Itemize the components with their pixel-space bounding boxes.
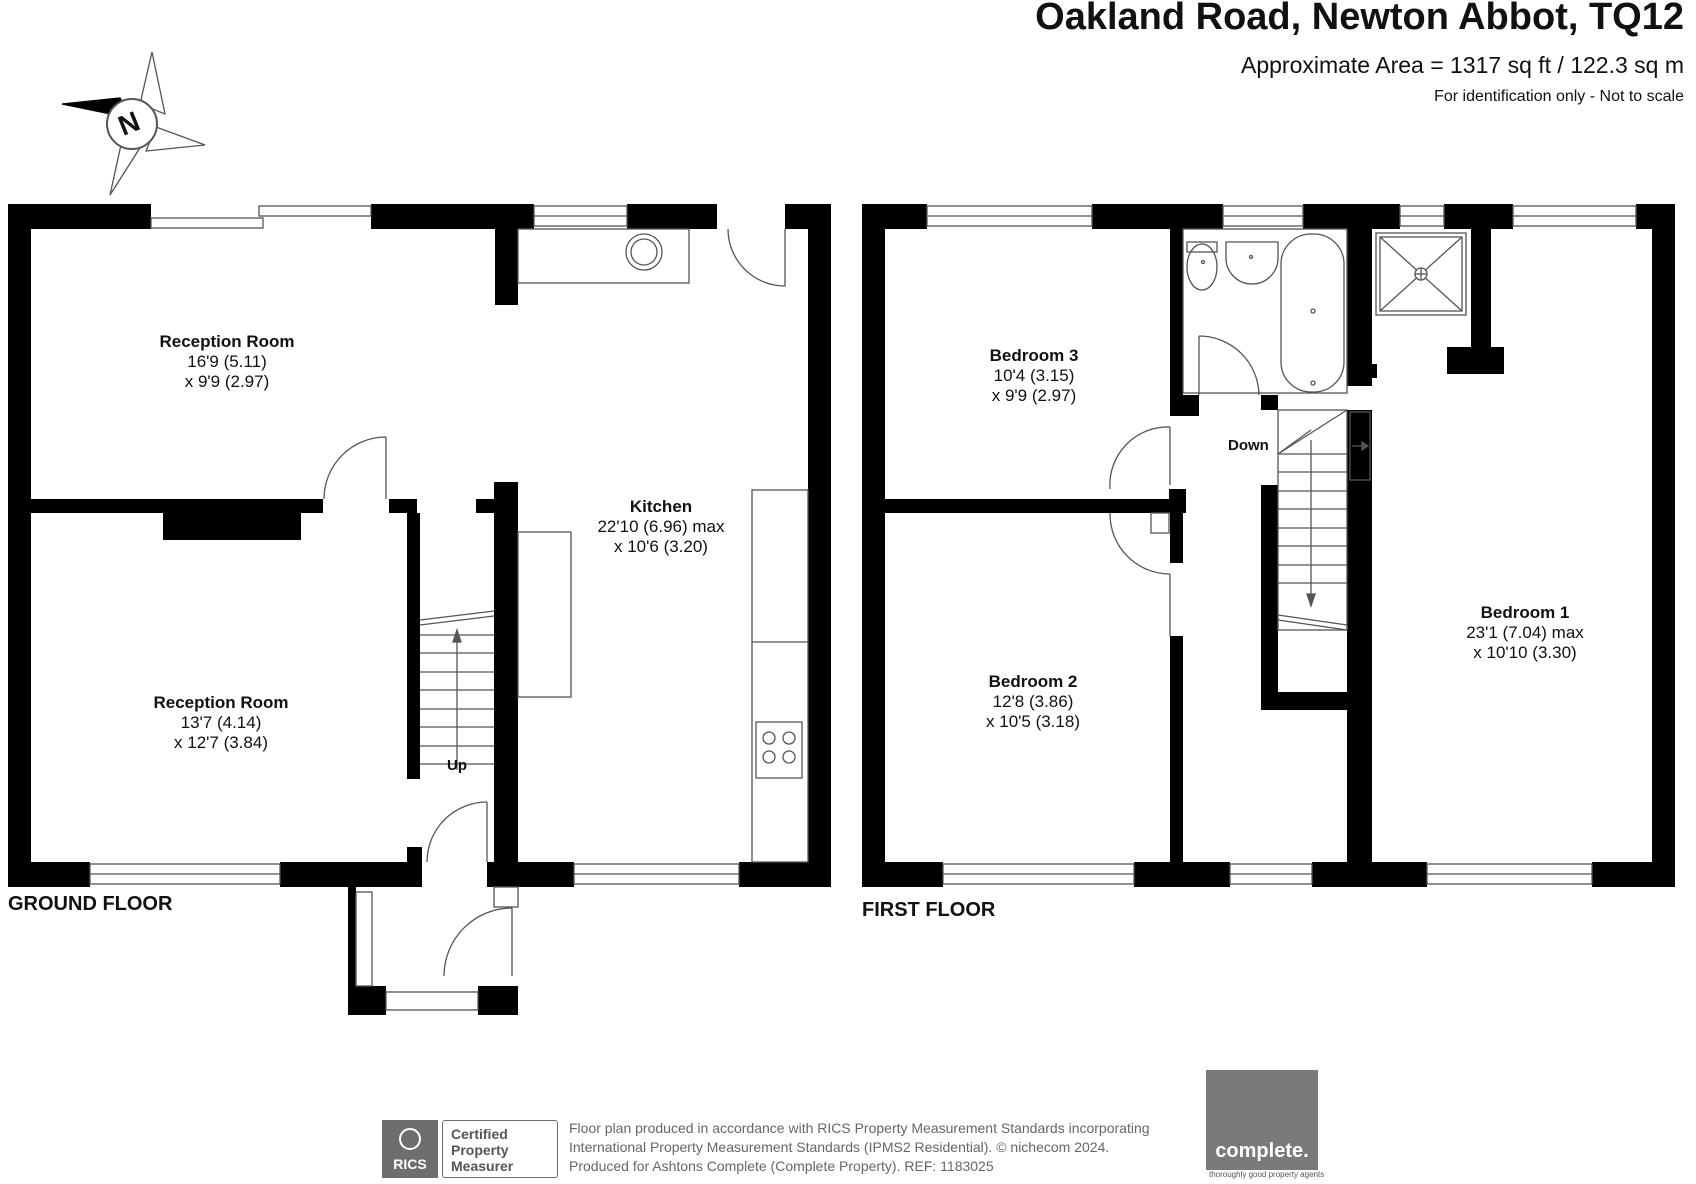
rics-lion-icon <box>399 1128 421 1150</box>
room-name: Reception Room <box>159 332 295 351</box>
badge-line: Measurer <box>451 1158 514 1174</box>
compass-icon <box>61 51 206 196</box>
approximate-area: Approximate Area = 1317 sq ft / 122.3 sq… <box>1240 52 1684 78</box>
agent-tagline: thoroughly good property agents <box>1209 1170 1325 1179</box>
agent-logo-text: complete. <box>1215 1140 1309 1162</box>
room-name: Bedroom 1 <box>1480 603 1570 622</box>
stairs-up-label: Up <box>447 757 467 774</box>
footer-line: Produced for Ashtons Complete (Complete … <box>569 1158 994 1174</box>
certified-measurer-text: Certified Property Measurer <box>451 1126 513 1174</box>
rics-badge: RICS Certified Property Measurer <box>382 1120 558 1178</box>
room-dimension: 12'8 (3.86) <box>992 692 1074 711</box>
room-dimension: x 9'9 (2.97) <box>991 386 1077 405</box>
room-dimension: x 9'9 (2.97) <box>184 372 270 391</box>
room-dimension: 23'1 (7.04) max <box>1466 623 1584 642</box>
room-label-kitchen: Kitchen 22'10 (6.96) max x 10'6 (3.20) <box>597 497 724 557</box>
room-label-reception-2: Reception Room 13'7 (4.14) x 12'7 (3.84) <box>153 693 288 753</box>
room-dimension: 13'7 (4.14) <box>180 713 262 732</box>
room-name: Bedroom 2 <box>988 672 1078 691</box>
room-label-bedroom-2: Bedroom 2 12'8 (3.86) x 10'5 (3.18) <box>986 672 1080 732</box>
room-dimension: x 12'7 (3.84) <box>174 733 268 752</box>
rics-mark-text: RICS <box>393 1156 427 1172</box>
scale-note: For identification only - Not to scale <box>1434 88 1684 105</box>
room-name: Kitchen <box>629 497 693 516</box>
ground-floor-fixtures <box>89 205 809 1011</box>
stairs-down-label: Down <box>1228 437 1269 454</box>
footer-line: International Property Measurement Stand… <box>569 1139 1110 1155</box>
rics-logo: RICS <box>382 1120 438 1178</box>
room-label-bedroom-3: Bedroom 3 10'4 (3.15) x 9'9 (2.97) <box>990 346 1079 406</box>
ground-floor-walls <box>8 204 831 1015</box>
first-floor-label: FIRST FLOOR <box>862 899 996 921</box>
room-dimension: 22'10 (6.96) max <box>597 517 725 536</box>
room-label-bedroom-1: Bedroom 1 23'1 (7.04) max x 10'10 (3.30) <box>1466 603 1584 663</box>
certified-measurer-box: Certified Property Measurer <box>442 1120 558 1178</box>
footer-line: Floor plan produced in accordance with R… <box>569 1120 1150 1136</box>
room-name: Bedroom 3 <box>989 346 1079 365</box>
ground-floor-label: GROUND FLOOR <box>8 893 173 915</box>
room-dimension: x 10'6 (3.20) <box>614 537 708 556</box>
badge-line: Property <box>451 1142 509 1158</box>
room-label-reception-1: Reception Room 16'9 (5.11) x 9'9 (2.97) <box>159 332 294 392</box>
footer-disclaimer: Floor plan produced in accordance with R… <box>569 1119 1150 1176</box>
first-floor-fixtures <box>926 205 1637 885</box>
room-name: Reception Room <box>153 693 289 712</box>
room-dimension: x 10'5 (3.18) <box>986 712 1080 731</box>
badge-line: Certified <box>451 1126 508 1142</box>
room-dimension: 10'4 (3.15) <box>993 366 1075 385</box>
room-dimension: 16'9 (5.11) <box>187 352 267 371</box>
page-title: Oakland Road, Newton Abbot, TQ12 <box>1035 0 1684 38</box>
first-floor-walls <box>862 204 1675 887</box>
room-dimension: x 10'10 (3.30) <box>1473 643 1577 662</box>
agent-logo: complete. <box>1206 1070 1318 1170</box>
